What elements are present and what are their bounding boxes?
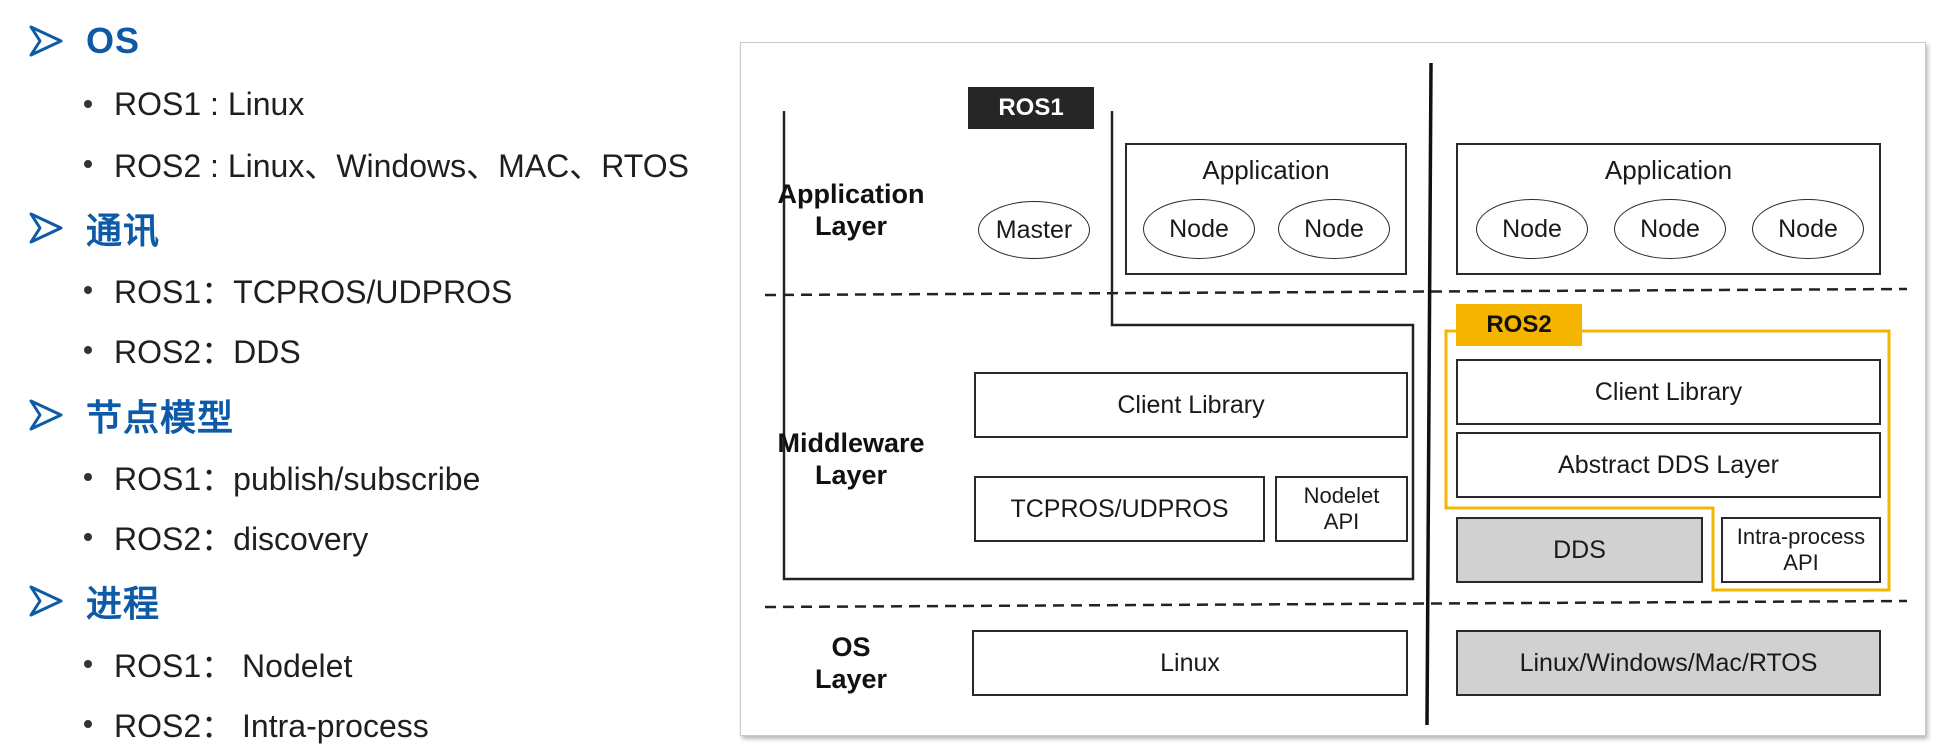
list-item-text: ROS2 : Linux、Windows、MAC、RTOS: [114, 148, 689, 184]
list-item: ROS1：TCPROS/UDPROS: [84, 269, 512, 311]
ros2-os-multiplatform: Linux/Windows/Mac/RTOS: [1456, 630, 1881, 696]
diagram-lines: [764, 62, 1908, 726]
list-item-text: ROS1 : Linux: [114, 85, 305, 122]
layer-label-line: Layer: [814, 211, 888, 241]
bullet-dot-icon: [84, 160, 92, 168]
section-heading-text: 节点模型: [86, 397, 235, 438]
layer-label-line: Layer: [814, 460, 888, 490]
section-heading-text: 通讯: [86, 210, 161, 251]
os-layer-label: OS Layer: [761, 631, 941, 695]
section-heading-os: OS: [28, 17, 140, 65]
middleware-layer-label: Middleware Layer: [761, 427, 941, 491]
bullet-dot-icon: [84, 533, 92, 541]
ros1-os-linux: Linux: [972, 630, 1408, 696]
list-item-text: ROS1： Nodelet: [114, 648, 353, 684]
layer-label-line: OS: [831, 632, 871, 662]
section-heading-text: 进程: [86, 583, 161, 624]
ros2-node: Node: [1476, 199, 1588, 259]
list-item: ROS1 : Linux: [84, 83, 304, 125]
list-item: ROS2：DDS: [84, 329, 301, 371]
ros1-nodelet-api: Nodelet API: [1275, 476, 1408, 542]
ros1-client-library: Client Library: [974, 372, 1408, 438]
ros2-application-title: Application: [1604, 155, 1733, 185]
ros-architecture-diagram: ROS1 ROS2 Application Layer Middleware L…: [740, 42, 1926, 736]
ros2-tag: ROS2: [1456, 304, 1582, 346]
list-item: ROS2：discovery: [84, 516, 368, 558]
ros1-boundary: [782, 111, 1415, 581]
ros1-master-node: Master: [978, 201, 1090, 259]
ros1-node: Node: [1143, 199, 1255, 259]
ros1-application-title: Application: [1202, 155, 1330, 185]
section-heading-process: 进程: [28, 577, 160, 625]
list-item-text: ROS1：TCPROS/UDPROS: [114, 274, 513, 310]
section-heading-communication: 通讯: [28, 204, 160, 252]
layer-divider-upper: [764, 287, 1908, 297]
ros2-dds: DDS: [1456, 517, 1703, 583]
layer-label-line: Middleware: [777, 428, 925, 458]
intra-process-api-line: API: [1783, 550, 1819, 575]
bullet-dot-icon: [84, 660, 92, 668]
intra-process-api-line: Intra-process: [1736, 523, 1866, 549]
nodelet-api-line: API: [1323, 509, 1360, 534]
arrow-bullet-icon: [29, 399, 63, 431]
list-item: ROS2： Intra-process: [84, 703, 429, 745]
ros2-abstract-dds-layer: Abstract DDS Layer: [1456, 432, 1881, 498]
layer-label-line: Layer: [814, 664, 888, 694]
ros2-node: Node: [1752, 199, 1864, 259]
list-item-text: ROS2：DDS: [114, 334, 301, 370]
ros1-node: Node: [1278, 199, 1390, 259]
section-heading-node-model: 节点模型: [28, 391, 234, 439]
layer-label-line: Application: [777, 179, 925, 209]
ros2-node: Node: [1614, 199, 1726, 259]
ros2-intra-process-api: Intra-process API: [1721, 517, 1881, 583]
bullet-dot-icon: [84, 100, 92, 108]
ros1-transport: TCPROS/UDPROS: [974, 476, 1265, 542]
nodelet-api-line: Nodelet: [1303, 482, 1380, 508]
bullet-dot-icon: [84, 286, 92, 294]
ros2-boundary: [1444, 329, 1891, 592]
application-layer-label: Application Layer: [761, 178, 941, 242]
list-item-text: ROS1：publish/subscribe: [114, 461, 481, 497]
arrow-bullet-icon: [29, 585, 63, 617]
layer-divider-lower: [764, 599, 1908, 609]
ros1-tag: ROS1: [968, 87, 1094, 129]
bullet-dot-icon: [84, 473, 92, 481]
list-item-text: ROS2：discovery: [114, 521, 369, 557]
arrow-bullet-icon: [29, 25, 63, 57]
ros2-client-library: Client Library: [1456, 359, 1881, 425]
arrow-bullet-icon: [29, 212, 63, 244]
list-item: ROS1：publish/subscribe: [84, 456, 480, 498]
list-item: ROS1： Nodelet: [84, 643, 352, 685]
list-item: ROS2 : Linux、Windows、MAC、RTOS: [84, 143, 689, 185]
ros-divider-line: [1425, 62, 1433, 726]
section-heading-text: OS: [86, 20, 141, 61]
bullet-dot-icon: [84, 346, 92, 354]
bullet-dot-icon: [84, 720, 92, 728]
list-item-text: ROS2： Intra-process: [114, 708, 429, 744]
